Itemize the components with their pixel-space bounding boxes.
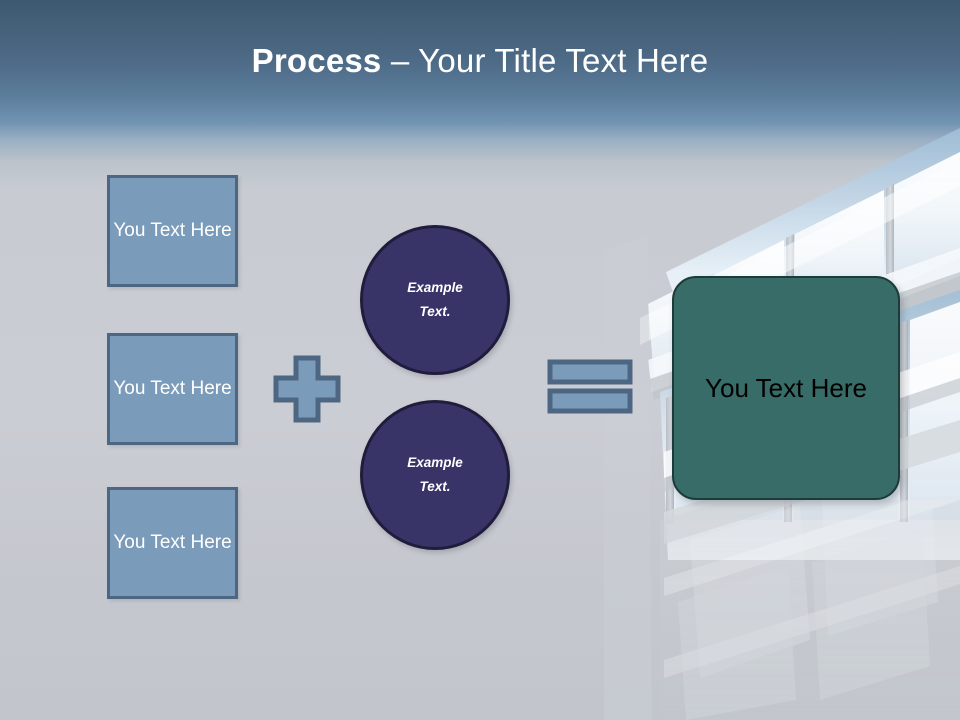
result-box-label: You Text Here (705, 372, 867, 403)
input-box-3[interactable]: You Text Here (107, 487, 238, 599)
input-box-2[interactable]: You Text Here (107, 333, 238, 445)
slide-title-remainder: – Your Title Text Here (381, 42, 709, 79)
process-circle-line2: Text. (419, 479, 451, 494)
result-box[interactable]: You Text Here (672, 276, 900, 500)
process-circle-line2: Text. (419, 304, 451, 319)
slide-title-emphasis: Process (251, 42, 382, 79)
input-box-label: You Text Here (113, 378, 232, 400)
slide-title: Process – Your Title Text Here (0, 44, 960, 77)
input-box-1[interactable]: You Text Here (107, 175, 238, 287)
process-circle-line1: Example (407, 455, 463, 471)
input-box-label: You Text Here (113, 532, 232, 554)
plus-sign-icon (273, 355, 341, 423)
slide-title-text: Process – Your Title Text Here (252, 44, 709, 77)
equals-sign-icon (547, 359, 633, 414)
input-box-label: You Text Here (113, 220, 232, 242)
process-circle-line1: Example (407, 280, 463, 296)
